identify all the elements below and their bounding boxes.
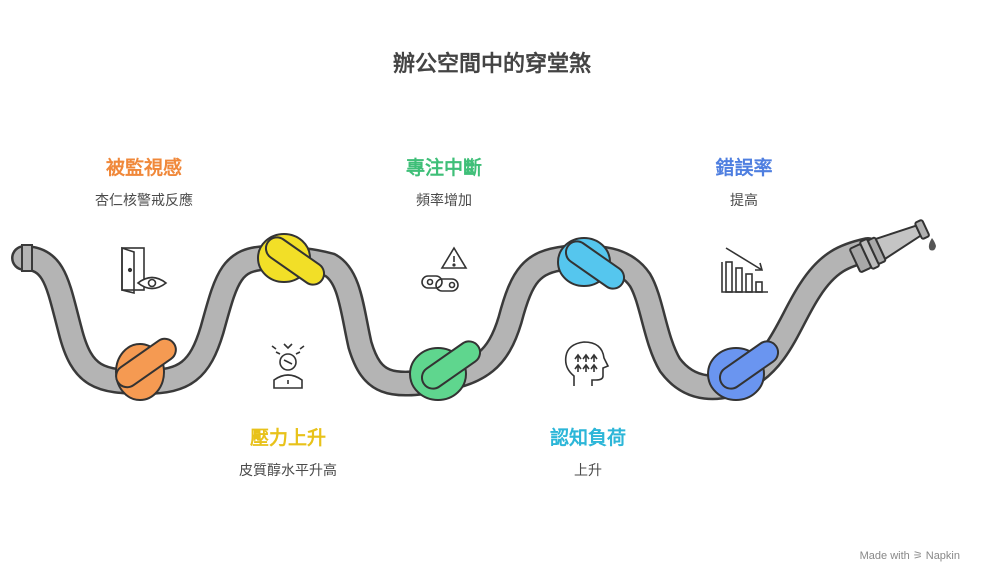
stressed-person-icon xyxy=(271,343,305,389)
knot-2 xyxy=(257,233,326,286)
knot-4 xyxy=(557,237,626,290)
label-heading: 認知負荷 xyxy=(549,427,626,449)
knot-1 xyxy=(115,337,177,401)
label-3: 專注中斷 頻率增加 xyxy=(344,156,544,210)
knot-5 xyxy=(707,340,780,401)
label-heading: 錯誤率 xyxy=(715,157,773,179)
label-subtext: 杏仁核警戒反應 xyxy=(95,193,193,209)
warning-chain-icon xyxy=(421,246,468,292)
label-2: 壓力上升 皮質醇水平升高 xyxy=(188,426,388,480)
page-title: 辦公空間中的穿堂煞 xyxy=(392,52,591,77)
knot-3 xyxy=(409,340,482,401)
door-eye-icon xyxy=(121,246,168,295)
label-heading: 專注中斷 xyxy=(405,157,482,179)
label-subtext: 皮質醇水平升高 xyxy=(239,463,337,479)
label-1: 被監視感 杏仁核警戒反應 xyxy=(44,156,244,210)
declining-chart-icon xyxy=(721,247,768,293)
water-drop-icon xyxy=(928,238,936,251)
label-heading: 被監視感 xyxy=(105,157,182,179)
nozzle-icon xyxy=(849,219,930,273)
label-subtext: 上升 xyxy=(574,463,602,479)
napkin-watermark: Made with ⚞ Napkin xyxy=(859,550,960,562)
hose-end-cap xyxy=(21,244,33,272)
label-subtext: 提高 xyxy=(730,193,758,209)
label-4: 認知負荷 上升 xyxy=(488,426,688,480)
label-subtext: 頻率增加 xyxy=(416,193,472,209)
label-heading: 壓力上升 xyxy=(249,427,326,449)
head-arrows-icon xyxy=(564,341,610,386)
label-5: 錯誤率 提高 xyxy=(644,156,844,210)
